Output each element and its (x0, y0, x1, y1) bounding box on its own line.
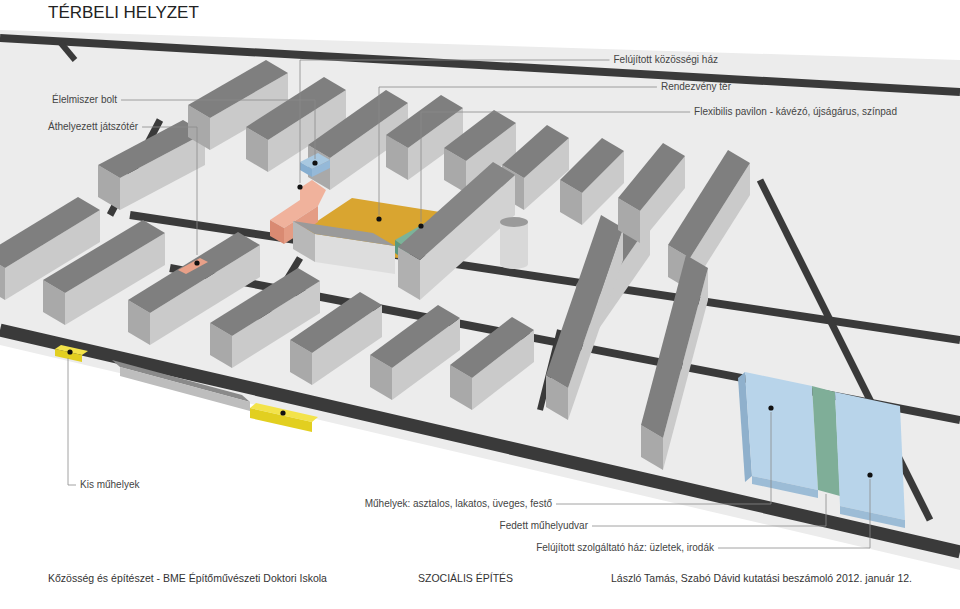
footer-text: SZOCIÁLIS ÉPÍTÉS (418, 572, 513, 584)
callout-label: Élelmiszer bolt (52, 94, 117, 106)
playground (178, 258, 208, 274)
callout-label: Áthelyezett játszótér (48, 121, 138, 133)
callout-label: Műhelyek: asztalos, lakatos, üveges, fes… (365, 498, 552, 510)
marker-dots (67, 160, 872, 477)
callout-label: Rendezvény tér (661, 81, 731, 93)
callout-label: Felújított közösségi ház (614, 54, 719, 66)
footer-text: László Tamás, Szabó Dávid kutatási beszá… (611, 572, 912, 584)
buildings (0, 60, 750, 470)
callout-label: Kis műhelyek (80, 479, 139, 491)
large-building (398, 162, 528, 300)
leader-lines (68, 60, 870, 548)
callout-label: Felújított szolgáltató ház: üzletek, iro… (536, 542, 714, 554)
community-building (293, 221, 395, 274)
ground-plane (0, 30, 960, 570)
low-building (112, 360, 250, 411)
workshop-buildings (738, 372, 905, 528)
page-title: TÉRBELI HELYZET (48, 3, 199, 23)
footer-text: Kőzösség és építészet - BME Építőművésze… (48, 572, 327, 584)
callout-label: Flexibilis pavilon - kávézó, újságárus, … (694, 106, 897, 118)
roads (0, 38, 960, 552)
callout-label: Fedett műhelyudvar (500, 520, 588, 532)
small-workshops (55, 345, 318, 432)
